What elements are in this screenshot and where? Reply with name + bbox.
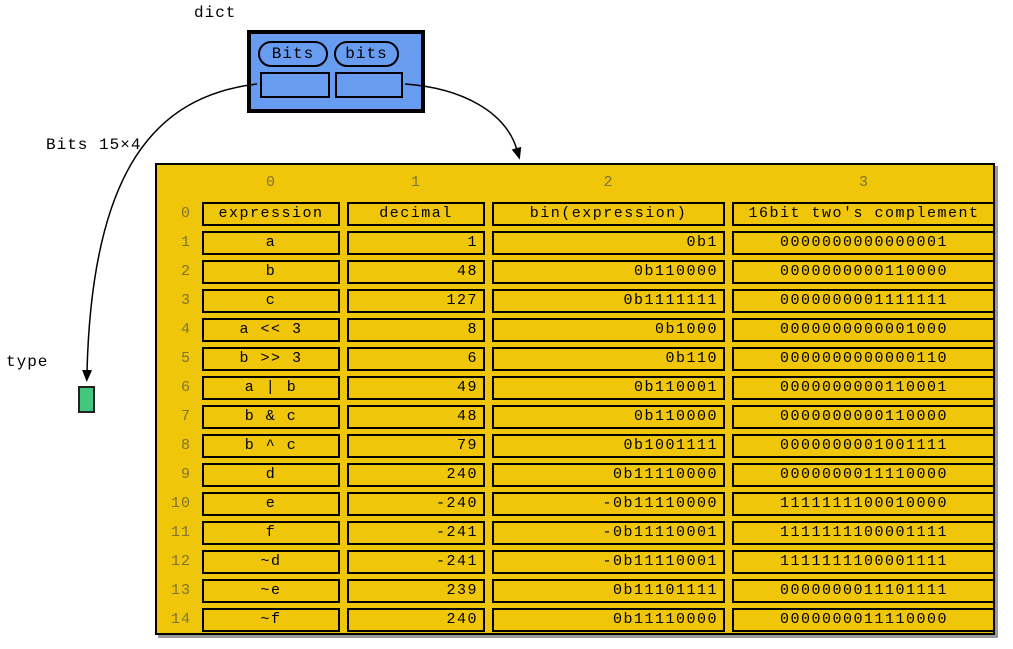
- cell-r1-c3: 0000000000000001: [732, 230, 993, 255]
- cell-r8-c3: 0000000001001111: [732, 433, 993, 458]
- cell-r8-c1: 79: [347, 433, 485, 458]
- col-header-3: 3: [858, 173, 869, 191]
- cell-r0-c2: bin(expression): [492, 201, 725, 226]
- cell-r10-c0: e: [202, 491, 340, 516]
- row-index-1: 1: [180, 234, 191, 251]
- cell-r10-c2: -0b11110000: [492, 491, 725, 516]
- cell-r3-c3: 0000000001111111: [732, 288, 993, 313]
- cell-r8-c2: 0b1001111: [492, 433, 725, 458]
- cell-r5-c0: b >> 3: [202, 346, 340, 371]
- row-index-5: 5: [180, 350, 191, 367]
- row-index-12: 12: [170, 553, 191, 570]
- cell-r14-c3: 0000000011110000: [732, 607, 993, 632]
- cell-r0-c1: decimal: [347, 201, 485, 226]
- cell-r1-c2: 0b1: [492, 230, 725, 255]
- cell-r13-c2: 0b11101111: [492, 578, 725, 603]
- cell-r6-c1: 49: [347, 375, 485, 400]
- cell-r11-c3: 1111111100001111: [732, 520, 993, 545]
- type-label: type: [6, 353, 49, 371]
- cell-r7-c1: 48: [347, 404, 485, 429]
- cell-r11-c1: -241: [347, 520, 485, 545]
- cell-r11-c0: f: [202, 520, 340, 545]
- cell-r5-c1: 6: [347, 346, 485, 371]
- row-index-6: 6: [180, 379, 191, 396]
- cell-r13-c0: ~e: [202, 578, 340, 603]
- type-value-box: [78, 386, 95, 413]
- row-index-11: 11: [170, 524, 191, 541]
- col-header-0: 0: [265, 173, 276, 191]
- cell-r10-c1: -240: [347, 491, 485, 516]
- row-index-9: 9: [180, 466, 191, 483]
- cell-r5-c3: 0000000000000110: [732, 346, 993, 371]
- dict-value-slot-0: [260, 72, 330, 98]
- cell-r0-c3: 16bit two's complement: [732, 201, 993, 226]
- dict-key-bits: bits: [334, 41, 399, 67]
- row-index-13: 13: [170, 582, 191, 599]
- cell-r6-c2: 0b110001: [492, 375, 725, 400]
- cell-r11-c2: -0b11110001: [492, 520, 725, 545]
- cell-r9-c2: 0b11110000: [492, 462, 725, 487]
- cell-r9-c3: 0000000011110000: [732, 462, 993, 487]
- row-index-14: 14: [170, 611, 191, 628]
- cell-r0-c0: expression: [202, 201, 340, 226]
- cell-r7-c3: 0000000000110000: [732, 404, 993, 429]
- col-header-1: 1: [410, 173, 421, 191]
- cell-r8-c0: b ^ c: [202, 433, 340, 458]
- cell-r3-c2: 0b1111111: [492, 288, 725, 313]
- cell-r14-c2: 0b11110000: [492, 607, 725, 632]
- cell-r3-c0: c: [202, 288, 340, 313]
- cell-r13-c3: 0000000011101111: [732, 578, 993, 603]
- cell-r14-c1: 240: [347, 607, 485, 632]
- cell-r1-c1: 1: [347, 230, 485, 255]
- row-index-7: 7: [180, 408, 191, 425]
- cell-r12-c3: 1111111100001111: [732, 549, 993, 574]
- cell-r12-c1: -241: [347, 549, 485, 574]
- dict-value-slot-1: [335, 72, 403, 98]
- cell-r3-c1: 127: [347, 288, 485, 313]
- cell-r13-c1: 239: [347, 578, 485, 603]
- cell-r7-c0: b & c: [202, 404, 340, 429]
- cell-r2-c2: 0b110000: [492, 259, 725, 284]
- cell-r1-c0: a: [202, 230, 340, 255]
- row-index-0: 0: [180, 205, 191, 222]
- cell-r4-c2: 0b1000: [492, 317, 725, 342]
- cell-r4-c0: a << 3: [202, 317, 340, 342]
- table-dimension-label: Bits 15×4: [46, 136, 142, 154]
- row-index-4: 4: [180, 321, 191, 338]
- cell-r5-c2: 0b110: [492, 346, 725, 371]
- cell-r12-c2: -0b11110001: [492, 549, 725, 574]
- cell-r10-c3: 1111111100010000: [732, 491, 993, 516]
- dict-key-Bits: Bits: [258, 41, 328, 67]
- dict-type-label: dict: [194, 4, 237, 22]
- cell-r4-c1: 8: [347, 317, 485, 342]
- cell-r4-c3: 0000000000001000: [732, 317, 993, 342]
- cell-r14-c0: ~f: [202, 607, 340, 632]
- cell-r2-c0: b: [202, 259, 340, 284]
- cell-r6-c0: a | b: [202, 375, 340, 400]
- row-index-8: 8: [180, 437, 191, 454]
- row-index-2: 2: [180, 263, 191, 280]
- cell-r7-c2: 0b110000: [492, 404, 725, 429]
- cell-r12-c0: ~d: [202, 549, 340, 574]
- cell-r9-c0: d: [202, 462, 340, 487]
- cell-r2-c3: 0000000000110000: [732, 259, 993, 284]
- dict-node: Bits bits: [247, 30, 425, 113]
- cell-r9-c1: 240: [347, 462, 485, 487]
- row-index-3: 3: [180, 292, 191, 309]
- col-header-2: 2: [603, 173, 614, 191]
- cell-r6-c3: 0000000000110001: [732, 375, 993, 400]
- row-index-10: 10: [170, 495, 191, 512]
- cell-r2-c1: 48: [347, 259, 485, 284]
